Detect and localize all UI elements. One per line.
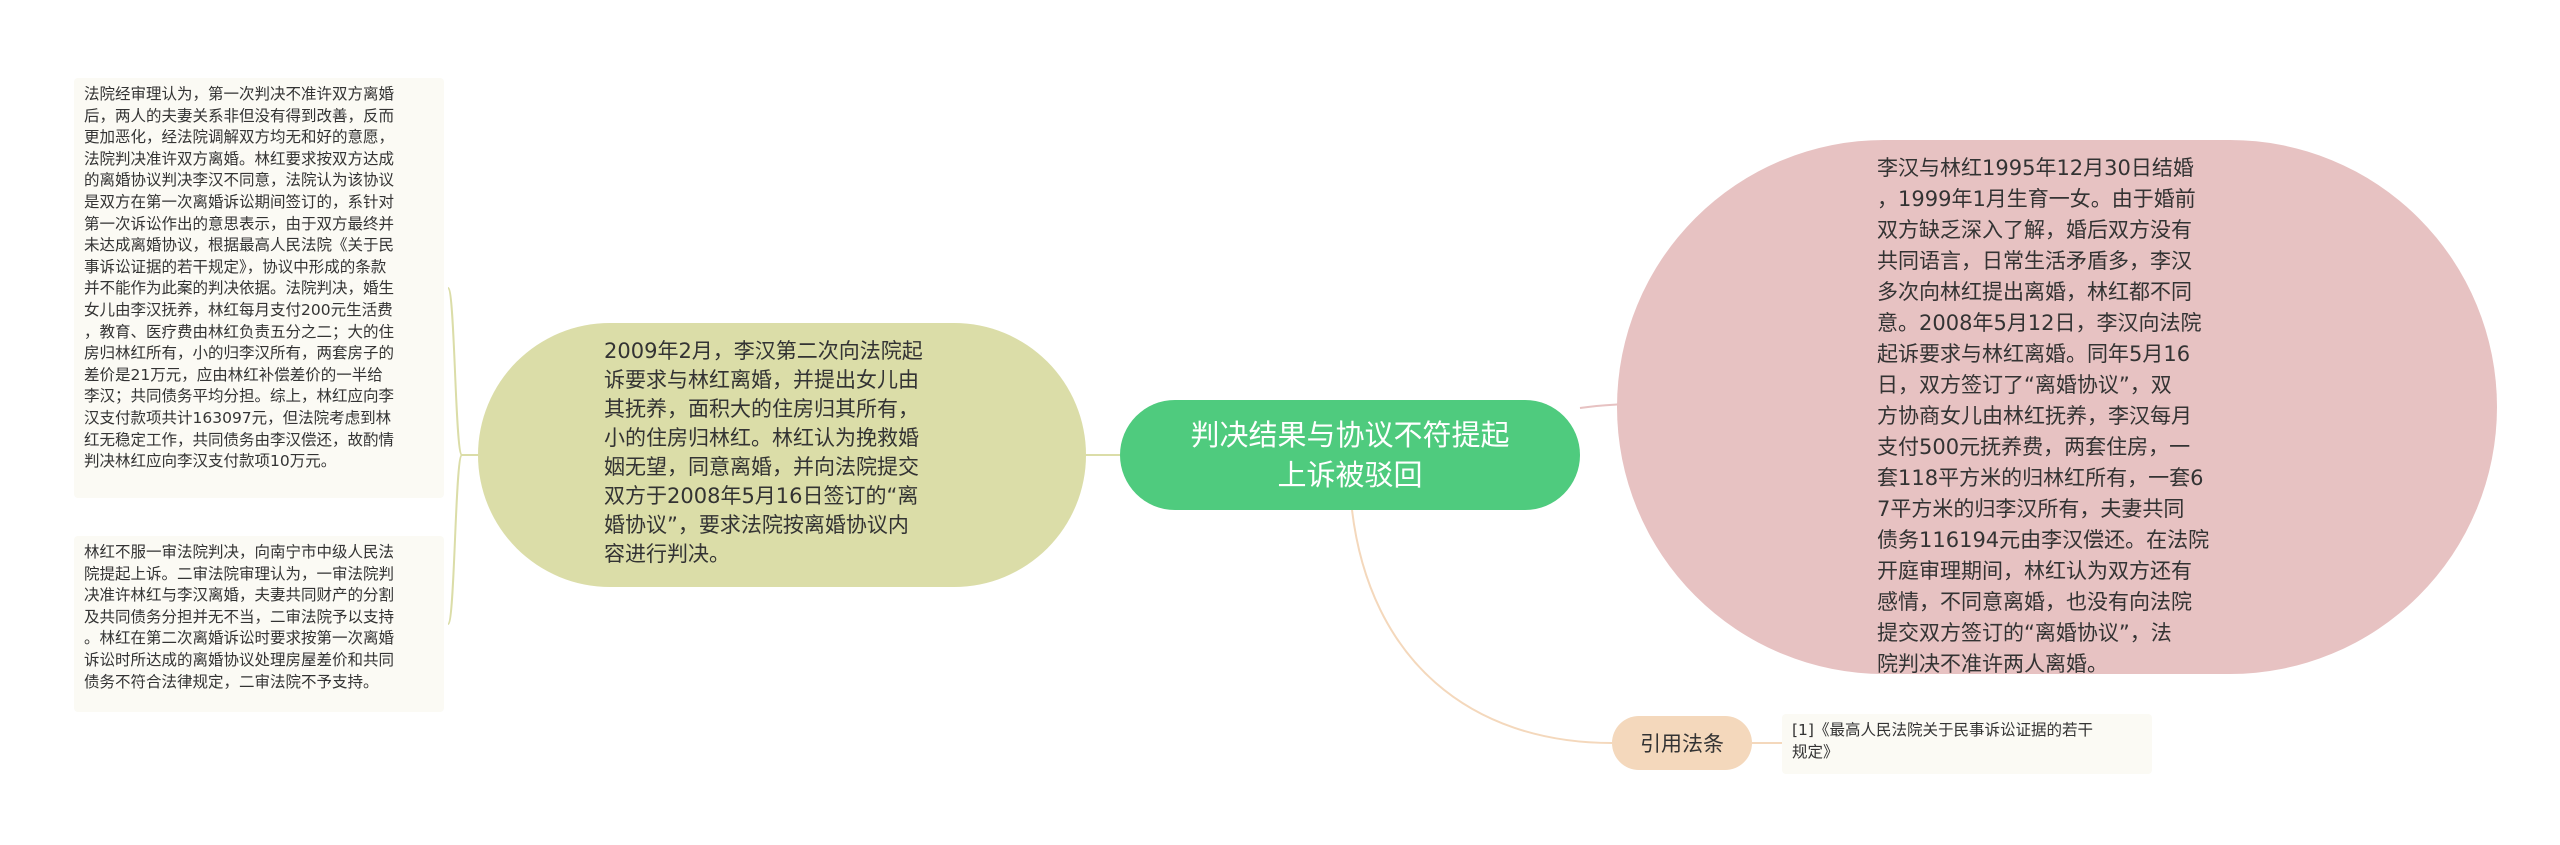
connector-detail1 — [447, 287, 463, 456]
citation-text-note: [1]《最高人民法院关于民事诉讼证据的若干 规定》 — [1782, 714, 2152, 774]
connector-root-citation — [1351, 509, 1613, 744]
second-lawsuit-node[interactable]: 2009年2月，李汉第二次向法院起 诉要求与林红离婚，并提出女儿由 其抚养，面积… — [478, 323, 1086, 587]
root-topic-node[interactable]: 判决结果与协议不符提起 上诉被驳回 — [1120, 400, 1580, 510]
judgment-detail-note: 法院经审理认为，第一次判决不准许双方离婚 后，两人的夫妻关系非但没有得到改善，反… — [74, 78, 444, 498]
appeal-detail-note: 林红不服一审法院判决，向南宁市中级人民法 院提起上诉。二审法院审理认为，一审法院… — [74, 536, 444, 712]
background-node[interactable]: 李汉与林红1995年12月30日结婚 ，1999年1月生育一女。由于婚前 双方缺… — [1617, 140, 2497, 676]
connector-detail2 — [447, 454, 463, 625]
citation-node[interactable]: 引用法条 — [1612, 716, 1752, 770]
